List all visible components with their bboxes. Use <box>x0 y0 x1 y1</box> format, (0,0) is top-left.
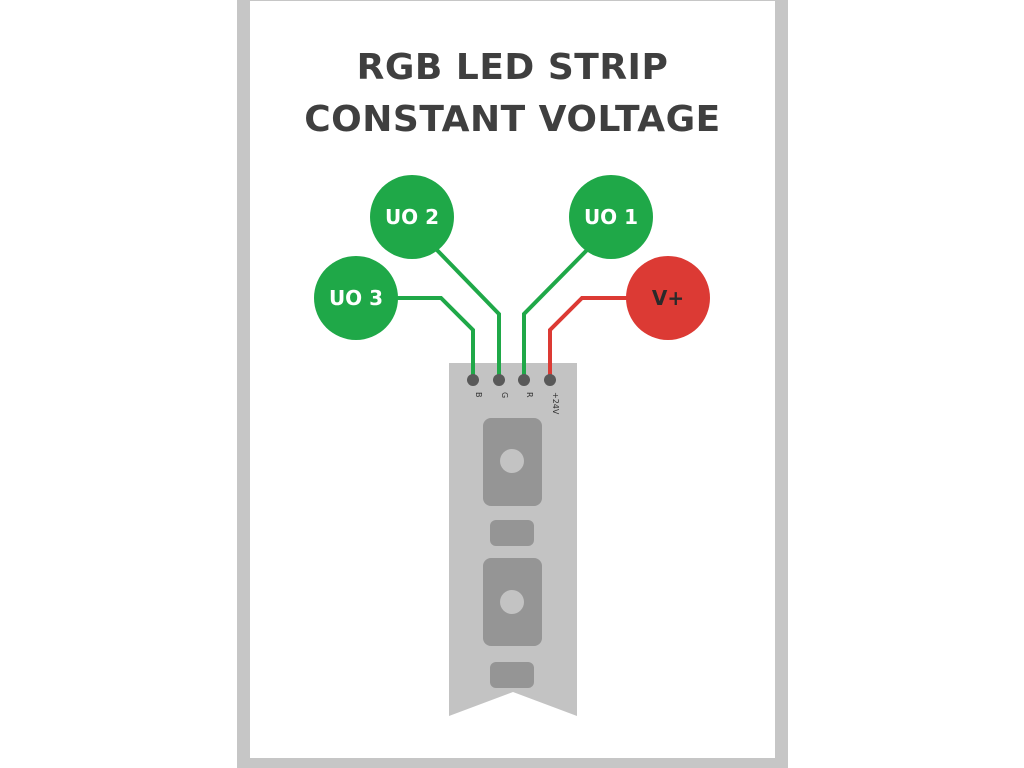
node-uo3 <box>314 256 398 340</box>
pin-r <box>518 374 530 386</box>
pin-label-b: B <box>474 392 483 398</box>
pin-label-24v: +24V <box>551 392 560 415</box>
wire-uo3-b <box>394 296 475 378</box>
node-label-uo3: UO 3 <box>329 286 383 310</box>
pin-label-r: R <box>525 392 534 398</box>
node-label-uo1: UO 1 <box>584 205 638 229</box>
node-vplus <box>626 256 710 340</box>
node-label-vplus: V+ <box>652 286 684 310</box>
pin-g <box>493 374 505 386</box>
wire-vplus-24v <box>548 296 630 378</box>
wire-uo2-g <box>433 246 501 378</box>
pin-label-g: G <box>500 392 509 398</box>
led-lens-2 <box>500 590 524 614</box>
pin-b <box>467 374 479 386</box>
pin-24v <box>544 374 556 386</box>
resistor-1 <box>490 520 534 546</box>
led-lens-1 <box>500 449 524 473</box>
resistor-2 <box>490 662 534 688</box>
wire-uo1-r <box>522 246 591 378</box>
title-line-1: RGB LED STRIP <box>356 47 669 88</box>
node-label-uo2: UO 2 <box>385 205 439 229</box>
node-uo2 <box>370 175 454 259</box>
node-uo1 <box>569 175 653 259</box>
title-line-2: CONSTANT VOLTAGE <box>304 99 721 140</box>
